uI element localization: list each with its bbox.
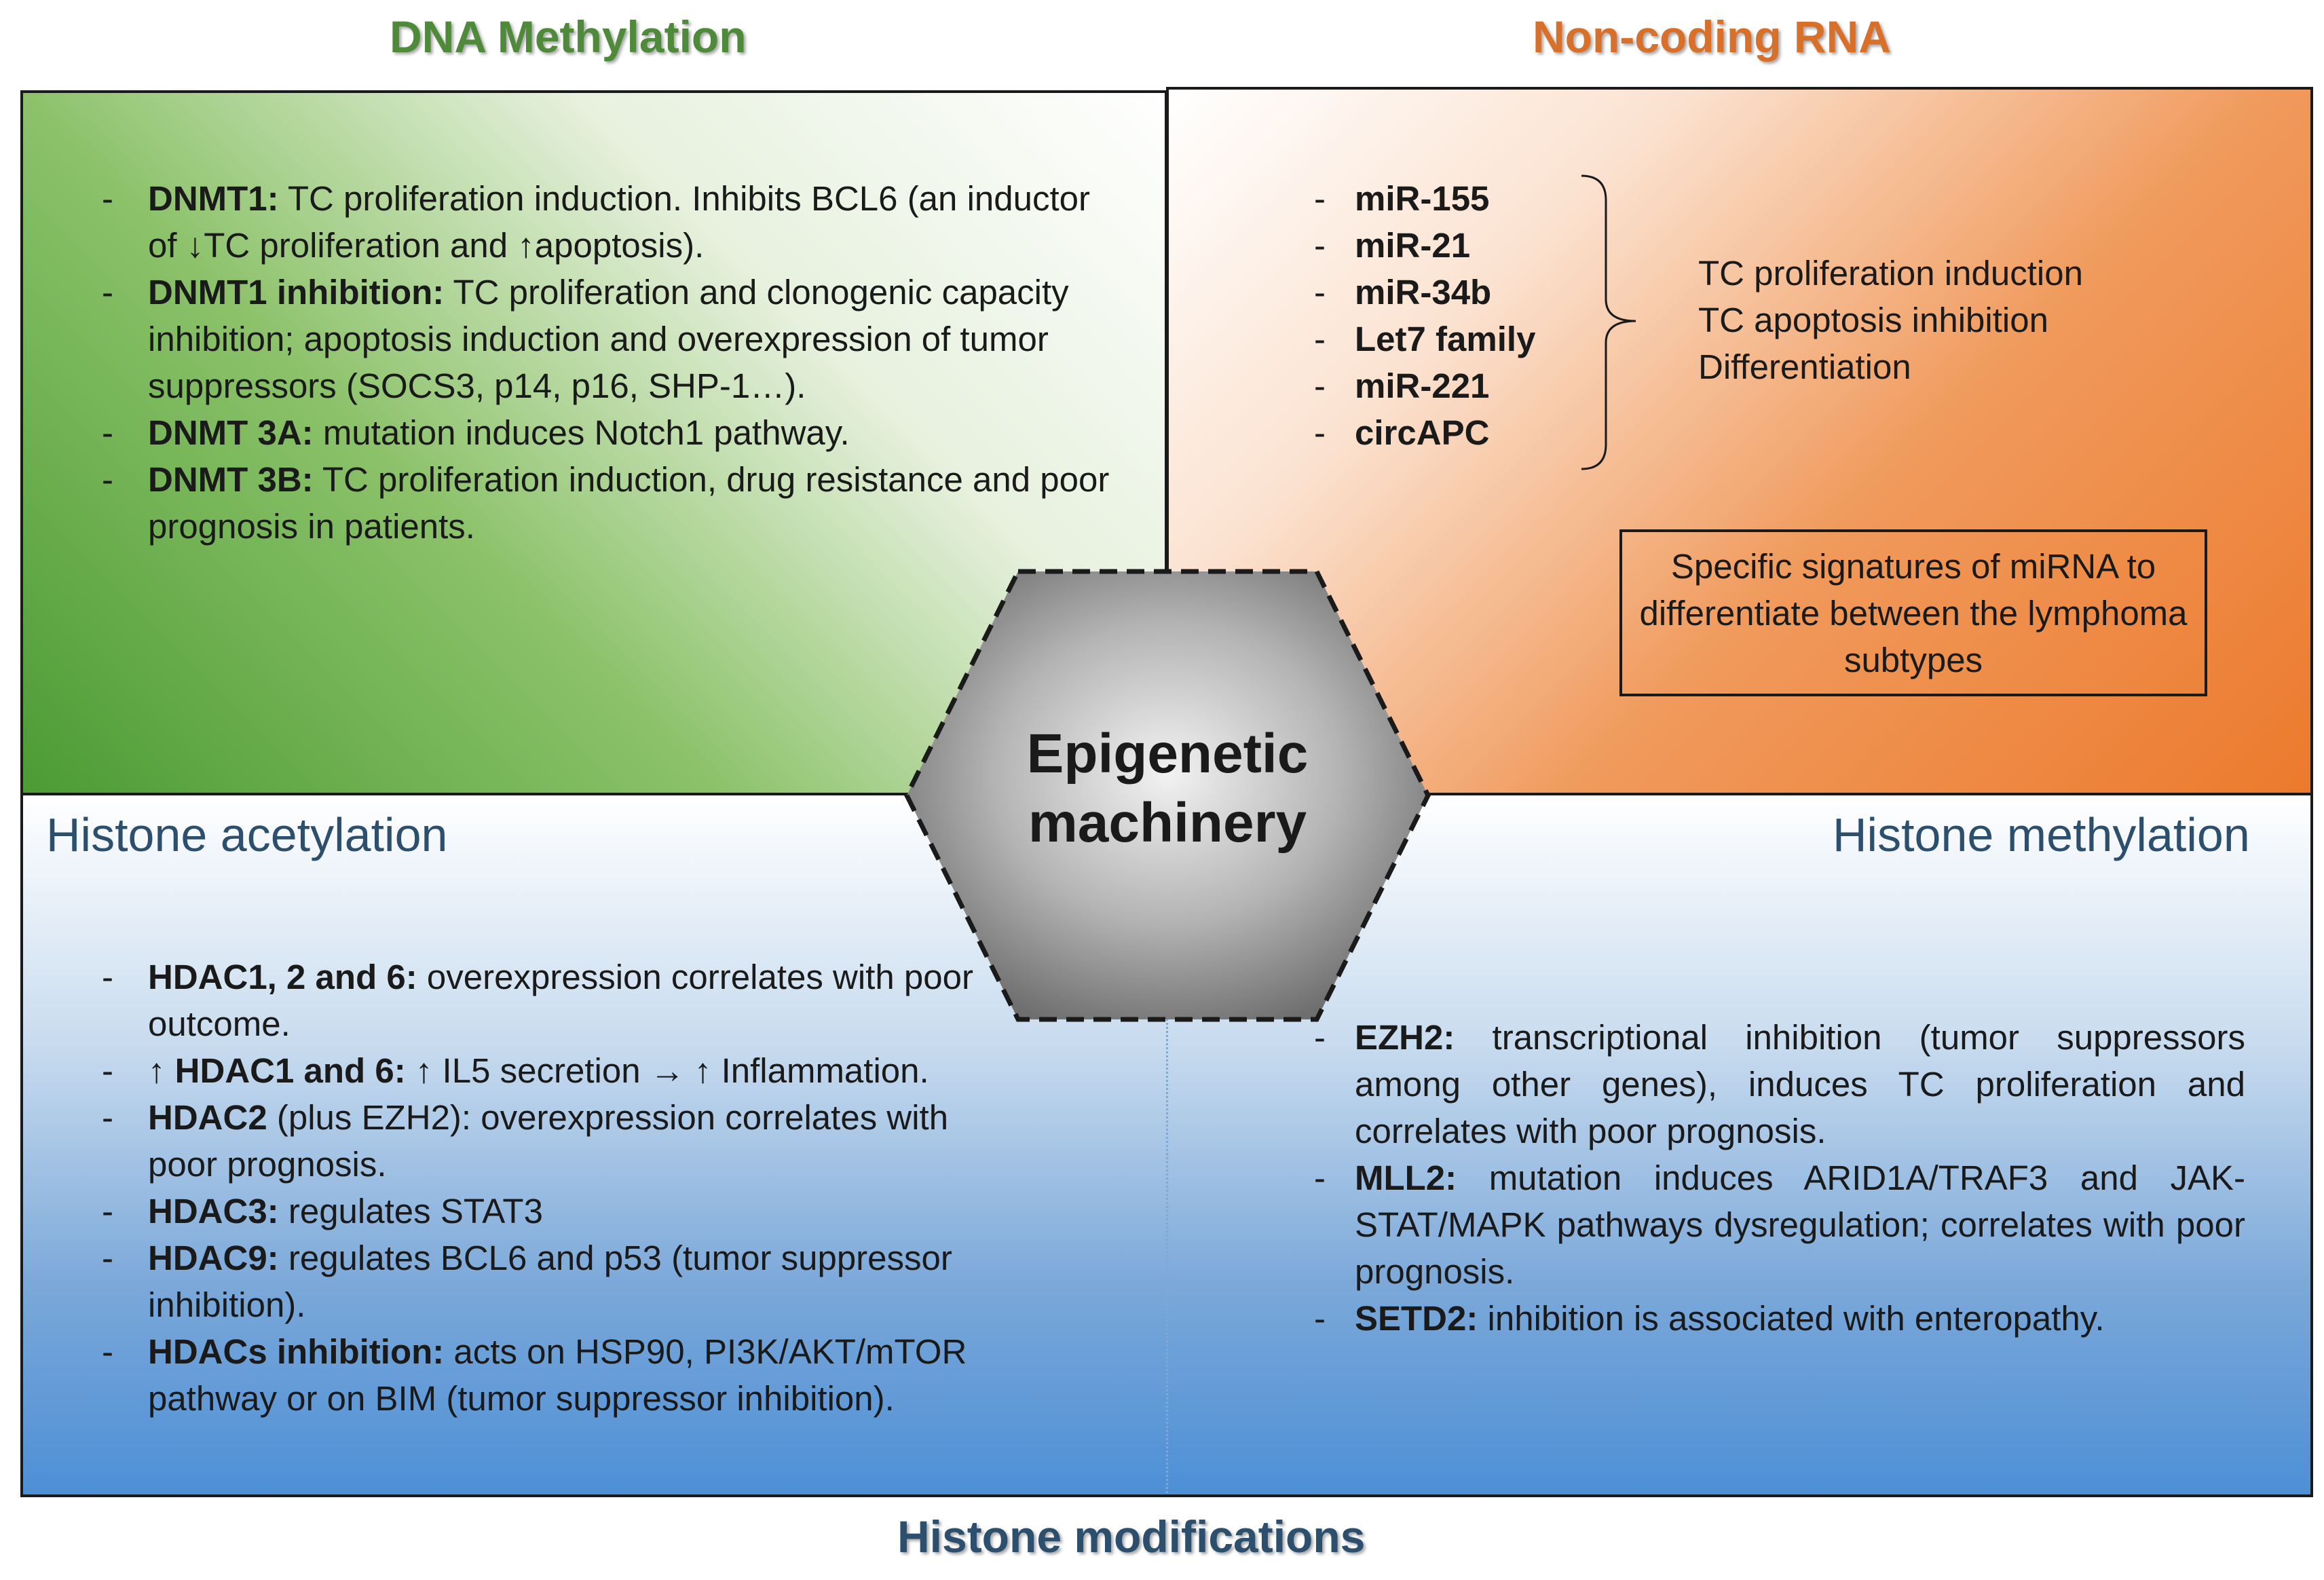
item-term: HDAC9: bbox=[148, 1239, 279, 1277]
mirna-list: miR-155 miR-21 miR-34b Let7 family miR-2… bbox=[1227, 175, 1607, 456]
item-term: HDACs inhibition: bbox=[148, 1332, 445, 1371]
curly-brace-icon bbox=[1581, 174, 1636, 470]
item-term: HDAC1 and 6: bbox=[174, 1051, 406, 1090]
list-item: miR-34b bbox=[1227, 269, 1607, 316]
item-term: DNMT 3A: bbox=[148, 413, 314, 452]
list-item: circAPC bbox=[1227, 409, 1607, 456]
list-item: ↑ HDAC1 and 6: ↑ IL5 secretion → ↑ Infla… bbox=[20, 1047, 1018, 1094]
item-term: DNMT 3B: bbox=[148, 460, 314, 499]
histone-methylation-list: EZH2: transcriptional inhibition (tumor … bbox=[1227, 1014, 2245, 1342]
center-line-1: Epigenetic bbox=[1026, 723, 1309, 785]
list-item: miR-21 bbox=[1227, 222, 1607, 269]
list-item: miR-155 bbox=[1227, 175, 1607, 222]
center-line-2: machinery bbox=[1028, 792, 1307, 854]
item-text: TC proliferation induction. Inhibits BCL… bbox=[148, 179, 1091, 265]
item-text: TC proliferation induction, drug resista… bbox=[148, 460, 1110, 546]
histone-acetylation-list: HDAC1, 2 and 6: overexpression correlate… bbox=[20, 954, 1018, 1422]
item-term: HDAC3: bbox=[148, 1192, 279, 1230]
mirna-signature-box: Specific signatures of miRNA to differen… bbox=[1619, 529, 2207, 696]
histone-modifications-heading: Histone modifications bbox=[897, 1511, 1366, 1562]
non-coding-rna-heading: Non-coding RNA bbox=[1533, 12, 1891, 62]
list-item: SETD2: inhibition is associated with ent… bbox=[1227, 1295, 2245, 1342]
list-item: EZH2: transcriptional inhibition (tumor … bbox=[1227, 1014, 2245, 1154]
item-text: regulates STAT3 bbox=[278, 1192, 543, 1230]
epigenetic-hexagon bbox=[904, 569, 1431, 1022]
epigenetic-machinery-label: Epigenetic machinery bbox=[903, 719, 1432, 858]
item-text: mutation induces ARID1A/TRAF3 and JAK-ST… bbox=[1355, 1159, 2245, 1291]
effect-text: TC apoptosis inhibition bbox=[1698, 301, 2048, 339]
item-prefix: ↑ bbox=[148, 1051, 175, 1090]
list-item: HDAC9: regulates BCL6 and p53 (tumor sup… bbox=[20, 1235, 1018, 1328]
item-term: EZH2: bbox=[1355, 1018, 1455, 1057]
list-item: DNMT 3B: TC proliferation induction, dru… bbox=[20, 456, 1120, 550]
dna-methylation-list: DNMT1: TC proliferation induction. Inhib… bbox=[20, 175, 1120, 550]
list-item: miR-221 bbox=[1227, 362, 1607, 409]
item-text: (plus EZH2): overexpression correlates w… bbox=[148, 1098, 949, 1184]
item-term: DNMT1 inhibition: bbox=[148, 273, 445, 312]
item-text: regulates BCL6 and p53 (tumor suppressor… bbox=[148, 1239, 952, 1324]
list-item: DNMT 3A: mutation induces Notch1 pathway… bbox=[20, 409, 1120, 456]
list-item: HDAC2 (plus EZH2): overexpression correl… bbox=[20, 1094, 1018, 1188]
item-term: HDAC2 bbox=[148, 1098, 267, 1137]
item-term: HDAC1, 2 and 6: bbox=[148, 958, 417, 996]
list-item: Let7 family bbox=[1227, 316, 1607, 362]
dna-methylation-heading: DNA Methylation bbox=[390, 12, 747, 62]
item-text: mutation induces Notch1 pathway. bbox=[313, 413, 850, 452]
effect-text: TC proliferation induction bbox=[1698, 254, 2083, 293]
histone-methylation-title: Histone methylation bbox=[1833, 808, 2250, 861]
list-item: HDACs inhibition: acts on HSP90, PI3K/AK… bbox=[20, 1328, 1018, 1422]
list-item: HDAC1, 2 and 6: overexpression correlate… bbox=[20, 954, 1018, 1047]
histone-divider bbox=[1166, 930, 1168, 1493]
item-text: transcriptional inhibition (tumor suppre… bbox=[1355, 1018, 2245, 1150]
item-term: SETD2: bbox=[1355, 1299, 1478, 1338]
mirna-effects: TC proliferation induction TC apoptosis … bbox=[1698, 250, 2083, 390]
signature-text: Specific signatures of miRNA to differen… bbox=[1639, 546, 2188, 679]
list-item: MLL2: mutation induces ARID1A/TRAF3 and … bbox=[1227, 1154, 2245, 1295]
item-term: DNMT1: bbox=[148, 179, 279, 218]
item-text: TC proliferation and clonogenic capacity… bbox=[148, 273, 1069, 405]
item-text: acts on HSP90, PI3K/AKT/mTOR pathway or … bbox=[148, 1332, 967, 1418]
item-text: ↑ IL5 secretion → ↑ Inflammation. bbox=[405, 1051, 929, 1090]
item-text: overexpression correlates with poor outc… bbox=[148, 958, 973, 1043]
item-term: MLL2: bbox=[1355, 1159, 1457, 1197]
effect-text: Differentiation bbox=[1698, 347, 1911, 386]
list-item: DNMT1 inhibition: TC proliferation and c… bbox=[20, 269, 1120, 409]
list-item: DNMT1: TC proliferation induction. Inhib… bbox=[20, 175, 1120, 269]
histone-acetylation-title: Histone acetylation bbox=[46, 808, 448, 861]
list-item: HDAC3: regulates STAT3 bbox=[20, 1188, 1018, 1235]
item-text: inhibition is associated with enteropath… bbox=[1478, 1299, 2105, 1338]
